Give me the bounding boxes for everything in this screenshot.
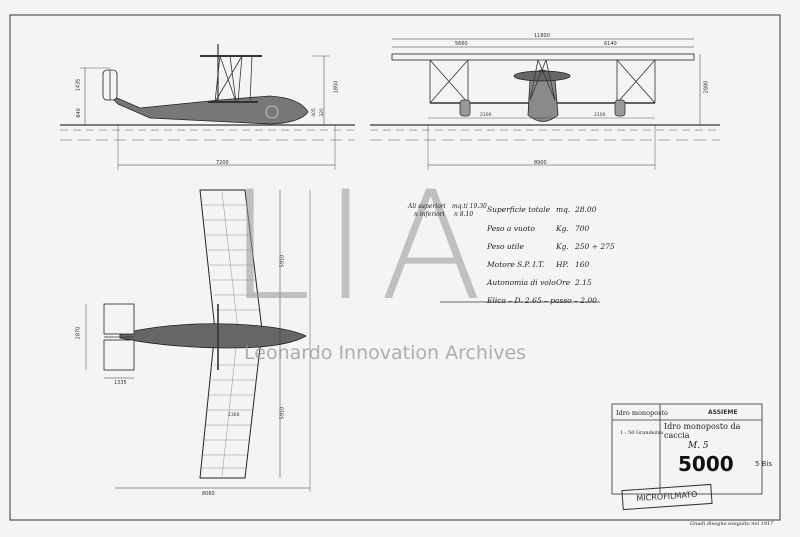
dim-plan-tail-length: 1335: [114, 380, 127, 386]
spec-unit: Kg.: [556, 224, 569, 233]
spec-label: Superficie totale: [487, 205, 551, 214]
side-view: [60, 44, 355, 170]
title-scale: 1 : 50 Grandezza: [620, 430, 663, 436]
title-model: M. 5: [688, 441, 709, 451]
spec-unit: Kg.: [556, 242, 569, 251]
spec-unit: Ore: [556, 278, 571, 287]
dim-front-left-panel: 5660: [455, 41, 468, 47]
spec-value: 28.00: [575, 205, 597, 214]
spec-value: 2.15: [575, 278, 592, 287]
spec-label: Peso a vuoto: [487, 224, 535, 233]
spec-value: 250 ÷ 275: [575, 242, 615, 251]
spec-value: 160: [575, 260, 590, 269]
title-block-frame: [611, 403, 763, 495]
wing-area-upper-value: mq.ti 19.30: [452, 203, 487, 210]
dim-plan-tail-width: 2870: [75, 326, 82, 340]
spec-label: Elica – D. 2.65 – passo – 2.00: [487, 296, 597, 305]
spec-label: Autonomia di volo: [487, 278, 556, 287]
dim-side-small-a: 405: [311, 108, 317, 117]
dim-plan-chord: 1360: [228, 413, 240, 418]
dim-front-float-right: 2100: [594, 113, 606, 118]
plan-view: [85, 189, 311, 492]
dim-front-track: 8900: [534, 160, 547, 166]
spec-unit: HP.: [556, 260, 569, 269]
title-assembly: ASSIEME: [708, 409, 738, 416]
spec-label: Peso utile: [487, 242, 524, 251]
spec-value: 700: [575, 224, 590, 233]
dim-plan-half-span-bottom: 5910: [279, 406, 286, 420]
watermark-text: Leonardo Innovation Archives: [244, 342, 527, 364]
title-block: [612, 404, 762, 494]
footer-note: Gnudi disegno eseguito nel 1917: [690, 521, 774, 527]
title-description: Idro monoposto da caccia: [664, 422, 741, 440]
title-drawing-number: 5000: [678, 452, 734, 476]
front-view: [370, 38, 720, 170]
spec-label: Motore S.P. I.T.: [487, 260, 545, 269]
dim-front-height: 2880: [703, 80, 710, 94]
dim-side-length: 7200: [216, 160, 229, 166]
dim-front-float-left: 2100: [480, 113, 492, 118]
watermark-logo: LIA: [228, 160, 495, 334]
dim-front-right-panel: 6140: [604, 41, 617, 47]
dim-plan-half-span-top: 5910: [279, 254, 286, 268]
spec-unit: mq.: [556, 205, 571, 214]
dim-side-small-b: 320: [319, 108, 325, 117]
dim-side-right-height: 1850: [333, 80, 340, 94]
wing-area-lower-label: n inferiori: [414, 211, 445, 218]
dim-front-span: 11800: [534, 33, 550, 39]
wing-area-lower-value: n 8.10: [454, 211, 474, 218]
dim-side-height-bottom: 840: [75, 108, 82, 118]
sheet-border: [9, 14, 781, 521]
dim-plan-length: 8060: [202, 491, 215, 497]
title-left-title: Idro monoposto: [616, 409, 668, 417]
title-sheet-suffix: 5 Bis: [755, 460, 773, 468]
wing-area-upper-label: Ali superiori: [408, 203, 446, 210]
dim-side-height-top: 1435: [75, 78, 82, 92]
